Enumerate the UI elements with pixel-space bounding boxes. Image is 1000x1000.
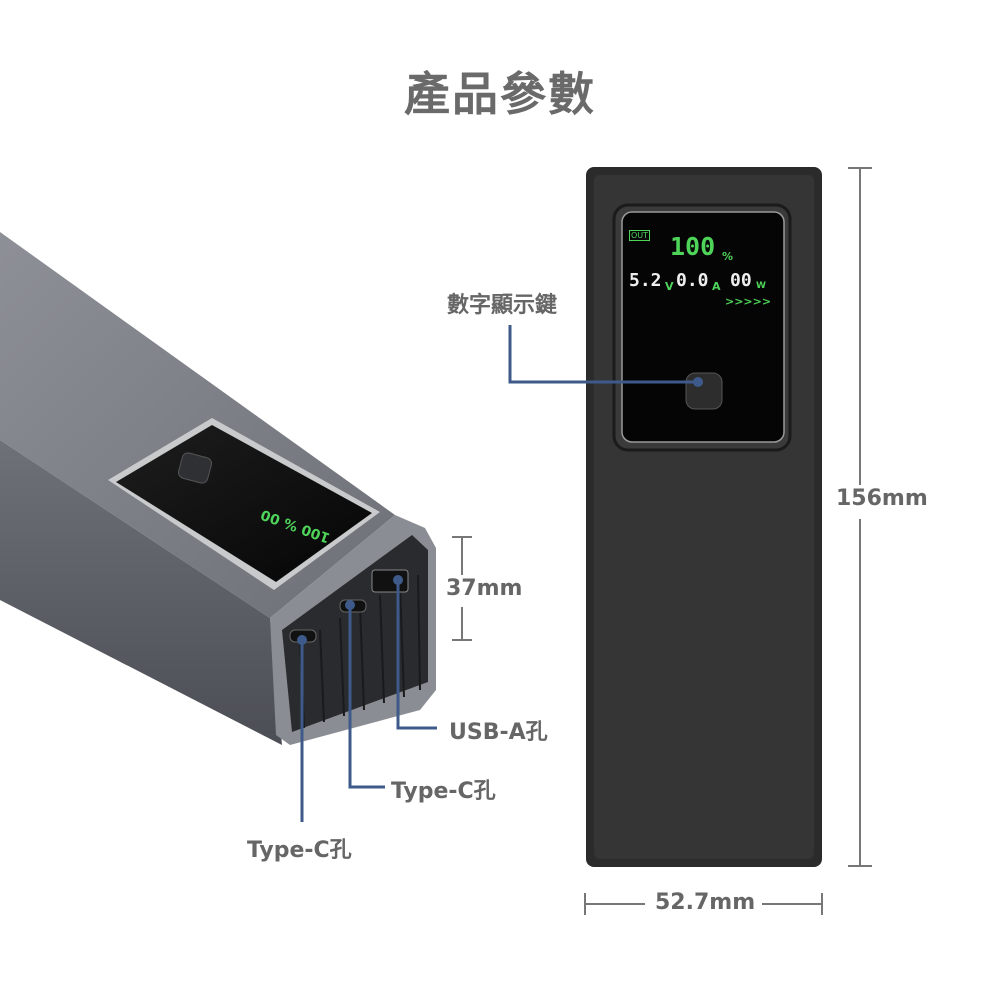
power-unit: W <box>756 281 766 291</box>
out-badge: OUT <box>629 230 651 241</box>
page-title: 產品參數 <box>404 67 596 121</box>
display-screen <box>621 211 785 443</box>
dimension-thickness: 37mm <box>446 576 523 601</box>
callout-display-button: 數字顯示鍵 <box>447 293 558 318</box>
dimension-width: 52.7mm <box>655 890 756 915</box>
current-value: 0.0 <box>676 270 709 291</box>
voltage-unit: V <box>665 280 674 293</box>
arrows-indicator: >>>>> <box>725 295 772 308</box>
power-value: 00 <box>730 270 752 291</box>
power-bank-front-view <box>586 167 822 867</box>
callout-type-c-middle: Type-C孔 <box>391 779 496 804</box>
display-button-angled <box>177 452 213 484</box>
percent-unit: % <box>722 250 734 263</box>
dimension-height: 156mm <box>836 486 928 511</box>
voltage-value: 5.2 <box>629 270 662 291</box>
display-button[interactable] <box>685 372 723 410</box>
callout-usb-a: USB-A孔 <box>449 720 548 745</box>
callout-lines <box>300 325 698 822</box>
battery-percent: 100 <box>670 232 716 261</box>
callout-type-c-left: Type-C孔 <box>247 838 352 863</box>
current-unit: A <box>712 280 721 293</box>
power-bank-angled-view: 100 % 00 <box>0 232 436 745</box>
